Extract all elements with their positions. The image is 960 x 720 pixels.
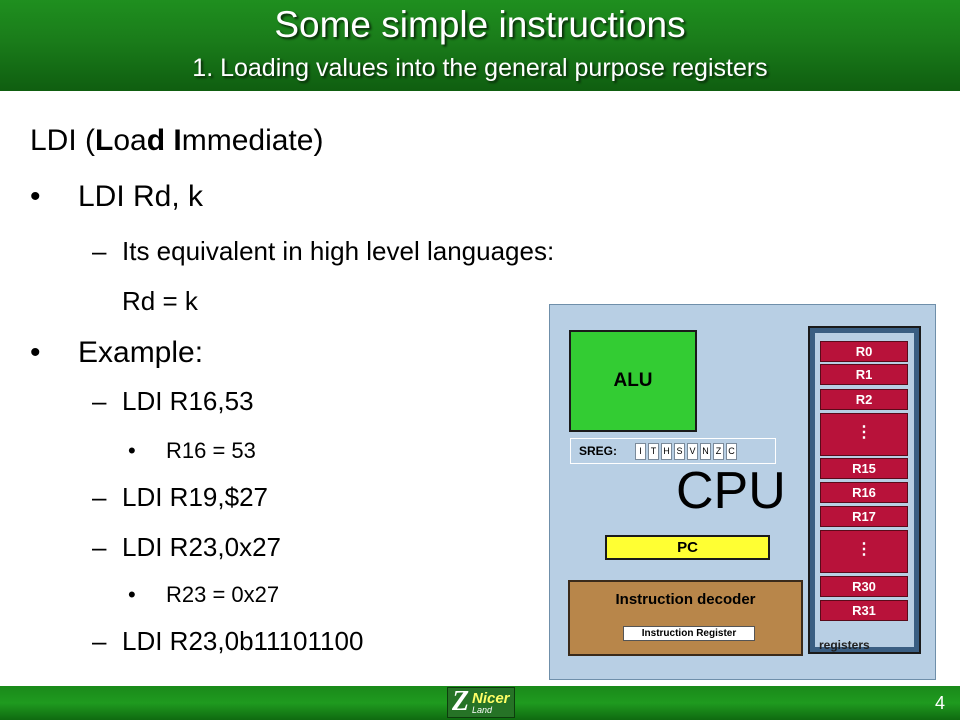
sreg-flag: C xyxy=(726,443,737,460)
sreg-flag: H xyxy=(661,443,672,460)
bullet-marker: • xyxy=(30,336,41,369)
slide-header: Some simple instructions 1. Loading valu… xyxy=(0,0,960,91)
register-r15: R15 xyxy=(820,458,908,479)
instruction-heading: LDI (Load Immediate) xyxy=(30,124,324,157)
program-counter: PC xyxy=(605,535,770,560)
dash-marker: – xyxy=(92,626,107,656)
logo-land: Land xyxy=(472,705,493,715)
logo-z: Z xyxy=(452,686,470,717)
register-r17: R17 xyxy=(820,506,908,527)
register-r0: R0 xyxy=(820,341,908,362)
bullet-marker: • xyxy=(30,180,41,213)
alu-block: ALU xyxy=(569,330,697,432)
example-4: LDI R23,0b11101100 xyxy=(122,626,364,656)
register-r2: R2 xyxy=(820,389,908,410)
syntax-item: LDI Rd, k xyxy=(78,180,204,213)
example-heading: Example: xyxy=(78,336,204,369)
slide-title: Some simple instructions xyxy=(274,4,686,45)
register-r16: R16 xyxy=(820,482,908,503)
sreg-flag: I xyxy=(635,443,646,460)
cpu-label: CPU xyxy=(676,462,786,520)
sreg-flag: Z xyxy=(713,443,724,460)
register-r1: R1 xyxy=(820,364,908,385)
sreg-flag: T xyxy=(648,443,659,460)
register-r30: R30 xyxy=(820,576,908,597)
sreg-flag: V xyxy=(687,443,698,460)
sreg-label: SREG: xyxy=(579,444,618,458)
register-ellipsis: ⋮ xyxy=(820,530,908,573)
bullet-marker: • xyxy=(128,582,136,607)
dash-marker: – xyxy=(92,482,107,512)
sreg-flag: N xyxy=(700,443,711,460)
instruction-register: Instruction Register xyxy=(623,626,755,641)
page-number: 4 xyxy=(935,693,946,713)
registers-label: registers xyxy=(819,638,870,652)
register-ellipsis: ⋮ xyxy=(820,413,908,456)
instruction-decoder: Instruction decoder Instruction Register xyxy=(568,580,803,656)
decoder-title: Instruction decoder xyxy=(615,591,756,608)
bullet-marker: • xyxy=(128,438,136,463)
equivalent-expression: Rd = k xyxy=(122,286,198,316)
status-register: SREG: I T H S V N Z C xyxy=(570,438,776,464)
dash-marker: – xyxy=(92,532,107,562)
nicerland-logo: Z Nicer Land xyxy=(447,686,515,718)
sreg-flag: S xyxy=(674,443,685,460)
example-3-result: R23 = 0x27 xyxy=(166,582,280,607)
slide-subtitle: 1. Loading values into the general purpo… xyxy=(192,54,768,82)
example-3: LDI R23,0x27 xyxy=(122,532,281,562)
register-r31: R31 xyxy=(820,600,908,621)
logo-nicer: Nicer xyxy=(472,690,510,707)
dash-marker: – xyxy=(92,386,107,416)
equivalent-text: Its equivalent in high level languages: xyxy=(122,236,555,266)
example-2: LDI R19,$27 xyxy=(122,482,268,512)
dash-marker: – xyxy=(92,236,107,266)
example-1-result: R16 = 53 xyxy=(166,438,256,463)
example-1: LDI R16,53 xyxy=(122,386,254,416)
